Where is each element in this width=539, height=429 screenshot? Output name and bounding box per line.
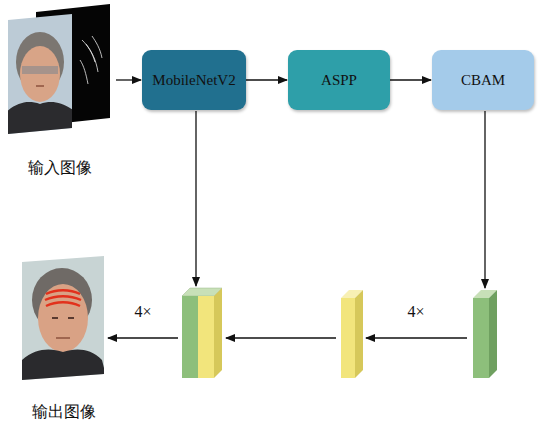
module-name: MobileNetV2: [152, 72, 235, 89]
image-caption: 输入图像: [28, 158, 92, 178]
attention-box: CBAM: [432, 50, 534, 110]
flow-arrows: [108, 111, 485, 338]
backbone-box: MobileNetV2: [142, 50, 246, 110]
attention-feature-block: [473, 290, 497, 378]
input-image: 输入图像: [4, 2, 116, 178]
scale-factor: 4×: [132, 303, 153, 321]
module-name: CBAM: [461, 72, 505, 89]
output-image: 输出图像: [12, 246, 116, 422]
flow-arrow: [246, 79, 287, 80]
module-name: ASPP: [321, 72, 357, 89]
upsampled-feature-block: [341, 290, 363, 378]
scale-factor: 4×: [405, 303, 426, 321]
flow-arrow: [116, 79, 141, 80]
image-caption: 输出图像: [32, 402, 96, 422]
concat-feature-block: [182, 288, 222, 378]
face-photo: [0, 0, 80, 140]
aspp-box: ASPP: [288, 50, 390, 110]
output-face-photo: [16, 250, 108, 384]
flow-arrow: [390, 79, 431, 80]
